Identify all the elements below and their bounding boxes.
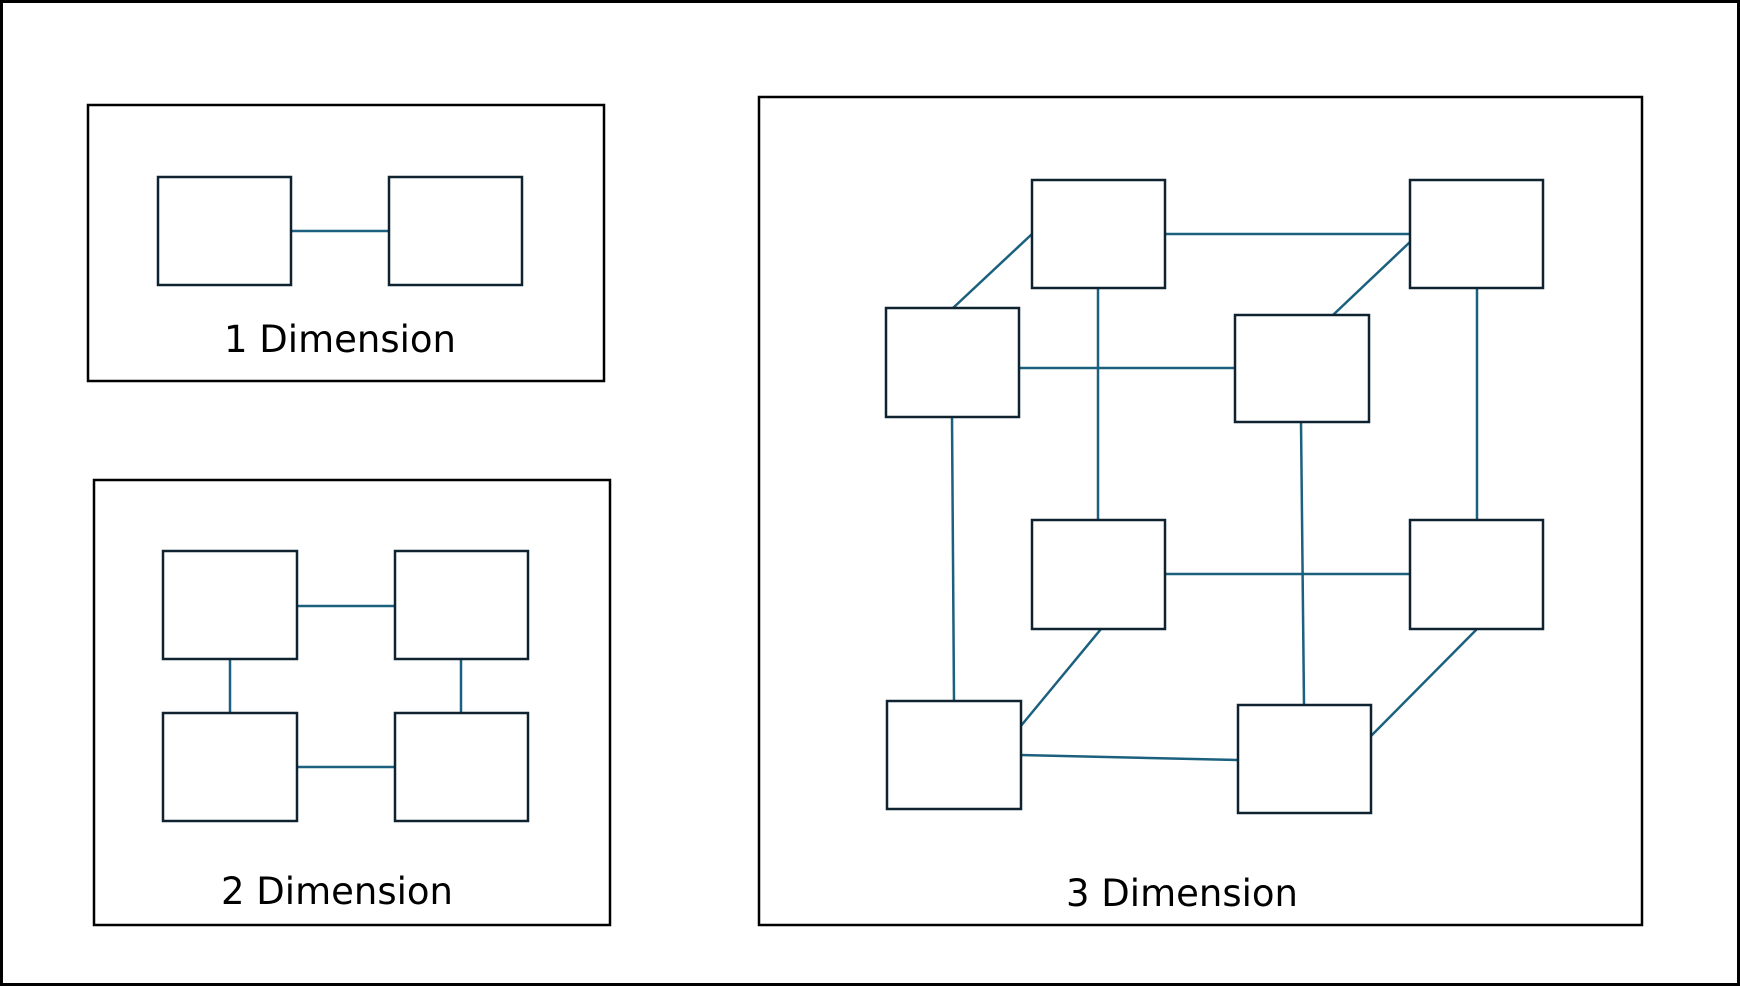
node-3d-front-bottom-right: [1236, 703, 1373, 815]
panel-2d: 2 Dimension: [92, 478, 612, 927]
node-3d-back-top-right: [1408, 178, 1545, 290]
node-3d-front-top-right: [1233, 313, 1371, 424]
panel-3d-label: 3 Dimension: [1066, 872, 1298, 915]
node-1d-b: [387, 175, 524, 287]
node-3d-back-top-left: [1030, 178, 1167, 290]
connector-3d-depth-bottom-left: [1019, 628, 1102, 728]
panel-1d: 1 Dimension: [86, 103, 606, 383]
node-3d-back-bottom-left: [1030, 518, 1167, 631]
node-2d-bottom-left: [161, 711, 299, 823]
node-3d-front-top-left: [884, 306, 1021, 419]
node-2d-top-left: [161, 549, 299, 661]
node-2d-top-right: [393, 549, 530, 661]
connector-3d-depth-bottom-right: [1370, 628, 1478, 737]
panel-2d-border: [92, 478, 612, 927]
connector-3d-front-right: [1299, 421, 1306, 706]
panel-2d-label: 2 Dimension: [221, 870, 453, 913]
node-2d-bottom-right: [393, 711, 530, 823]
connector-3d-depth-top-right: [1332, 241, 1411, 316]
panel-3d: 3 Dimension: [757, 95, 1644, 927]
connector-3d-front-left: [950, 416, 956, 702]
panel-1d-border: [86, 103, 606, 383]
node-3d-back-bottom-right: [1408, 518, 1545, 631]
node-3d-front-bottom-left: [885, 699, 1023, 811]
panel-1d-label: 1 Dimension: [224, 318, 456, 361]
node-1d-a: [156, 175, 293, 287]
panel-3d-border: [757, 95, 1644, 927]
connector-3d-front-bottom: [1019, 753, 1239, 762]
connector-3d-depth-top-left: [952, 233, 1033, 309]
